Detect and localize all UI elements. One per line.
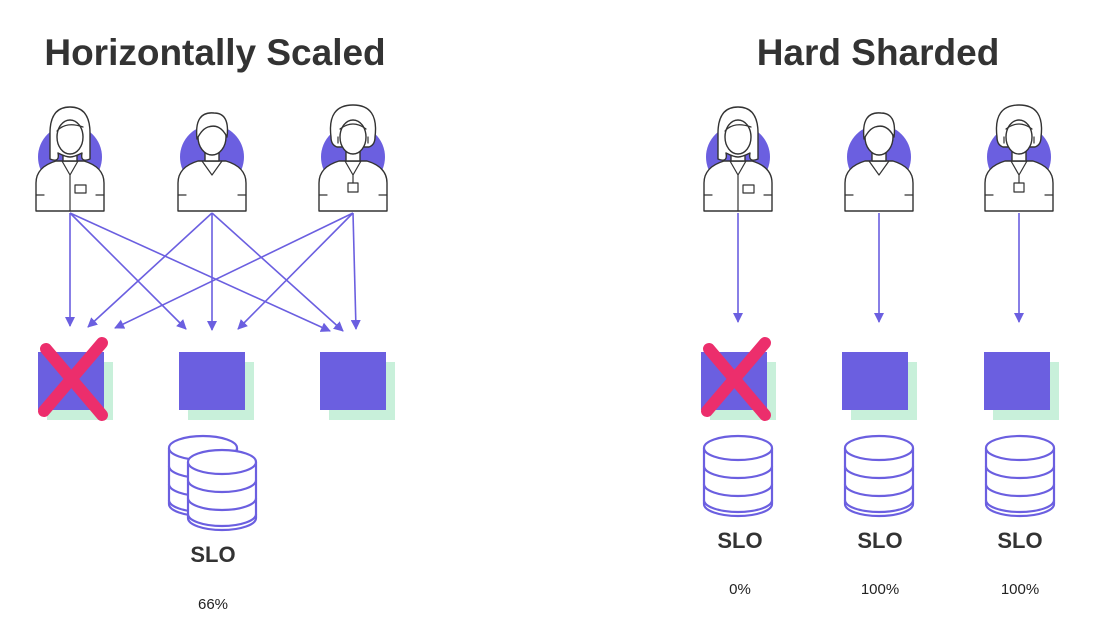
hard-sharded-panel: Hard Sharded SLO SLO SLO 0% 100% 100% [701,32,1059,598]
user-icon [177,112,247,212]
arrow [350,212,361,330]
slo-value: 0% [729,581,751,598]
slo-value: 100% [1001,581,1039,598]
arrow [69,212,331,332]
request-arrows [65,212,361,332]
arrow [69,212,187,330]
slo-label: SLO [190,542,235,567]
hard-sharded-title: Hard Sharded [757,32,1000,73]
user-icon [984,104,1054,212]
user-icon [35,106,105,212]
server-icon [984,352,1059,420]
user-icon [318,104,388,212]
slo-value: 66% [198,596,228,613]
database-icon [843,434,915,518]
arrow [237,212,354,330]
user-icon [703,106,773,212]
database-icon [984,434,1056,518]
horizontally-scaled-panel: Horizontally Scaled SLO 66% [35,32,395,613]
database-icon [167,434,258,532]
slo-label: SLO [997,528,1042,553]
server-icon [179,352,254,420]
arrow [114,212,354,329]
arrow [211,212,344,332]
server-icon [842,352,917,420]
arrow [87,212,213,328]
slo-label: SLO [857,528,902,553]
slo-value: 100% [861,581,899,598]
database-icon [702,434,774,518]
slo-label: SLO [717,528,762,553]
horizontally-scaled-title: Horizontally Scaled [44,32,385,73]
server-icon [320,352,395,420]
request-arrows [733,213,1024,323]
user-icon [844,112,914,212]
